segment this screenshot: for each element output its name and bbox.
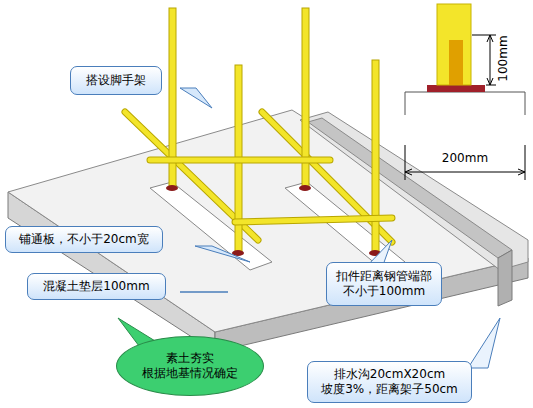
base-detail [427,85,485,92]
callout-text: 混凝土垫层100mm [42,279,151,294]
dimension-label: 100mm [495,35,510,81]
callout-tail [180,88,212,108]
dimension-line [405,169,525,175]
dimension-line [405,145,406,180]
plank [150,182,405,270]
callout-text: 排水沟20cmX20cm 坡度3%，距离架子50cm [320,367,459,397]
base-detail [437,4,471,85]
scaffold-tube [125,8,392,256]
dimension-line [487,35,493,85]
base-detail [405,4,525,115]
scaffold-tube [299,185,311,191]
scaffold-tube [150,157,330,164]
callout-text: 扣件距离钢管端部 不小于100mm [335,269,433,299]
callout-text: 素土夯实 根据地基情况确定 [141,351,239,381]
callout-bubble: 搭设脚手架 [70,66,162,95]
dimension-line [405,172,525,173]
dimension-line [525,145,526,180]
callout-bubble: 扣件距离钢管端部 不小于100mm [326,262,442,306]
scaffold-tube [166,185,178,191]
dimension-line [486,85,496,86]
scaffold-tube [235,218,392,222]
dimension-line [472,35,496,36]
callout-tail [180,292,228,293]
callout-ellipse: 素土夯实 根据地基情况确定 [116,336,264,396]
callout-bubble: 混凝土垫层100mm [27,273,166,300]
dimension-label: 200mm [442,151,488,166]
base-detail [405,92,525,115]
base-detail [449,40,463,85]
drain-ditch [300,112,528,270]
scaffold-tube [235,218,392,222]
callout-bubble: 铺通板，不小于20cm宽 [5,226,163,253]
callout-bubble: 排水沟20cmX20cm 坡度3%，距离架子50cm [307,361,472,403]
callout-text: 搭设脚手架 [85,73,147,88]
scaffold-tube [150,158,330,163]
scaffold-tube [372,60,379,253]
callout-tail [195,246,250,262]
callout-tail [468,318,500,368]
dimension-line [405,35,525,180]
callout-text: 铺通板，不小于20cm宽 [18,232,150,247]
dimension-line [490,35,491,85]
callout-tail [118,88,500,368]
drain-ditch [498,250,512,306]
concrete-slab [8,110,528,332]
